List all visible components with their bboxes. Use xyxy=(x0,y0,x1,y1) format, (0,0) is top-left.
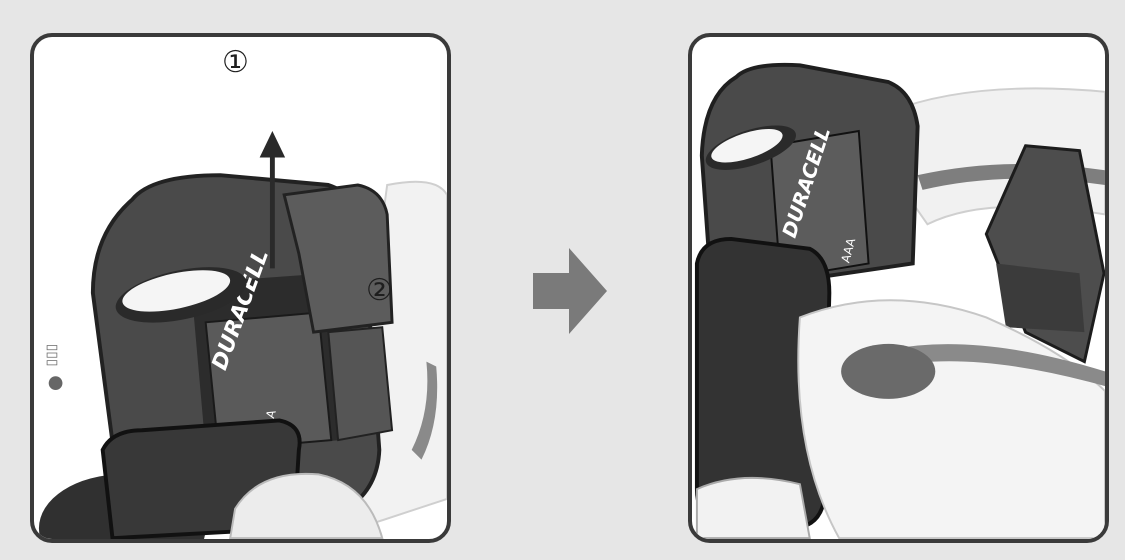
right-arrow-icon xyxy=(533,248,607,334)
strap-shadow xyxy=(841,344,935,399)
logo-dot xyxy=(49,376,63,390)
lid-inner xyxy=(996,263,1084,332)
headlamp-lid-removed-illustration: DURACELL AAA xyxy=(692,37,1105,539)
lamp-base xyxy=(697,478,810,538)
logo-mark: ▯▯▯ xyxy=(44,344,60,367)
up-arrow-icon xyxy=(260,131,286,157)
step-1-marker: ① xyxy=(222,48,249,78)
lid-latch xyxy=(328,327,392,440)
step-after-panel: DURACELL AAA xyxy=(688,33,1109,543)
step-2-marker: ② xyxy=(366,276,393,306)
